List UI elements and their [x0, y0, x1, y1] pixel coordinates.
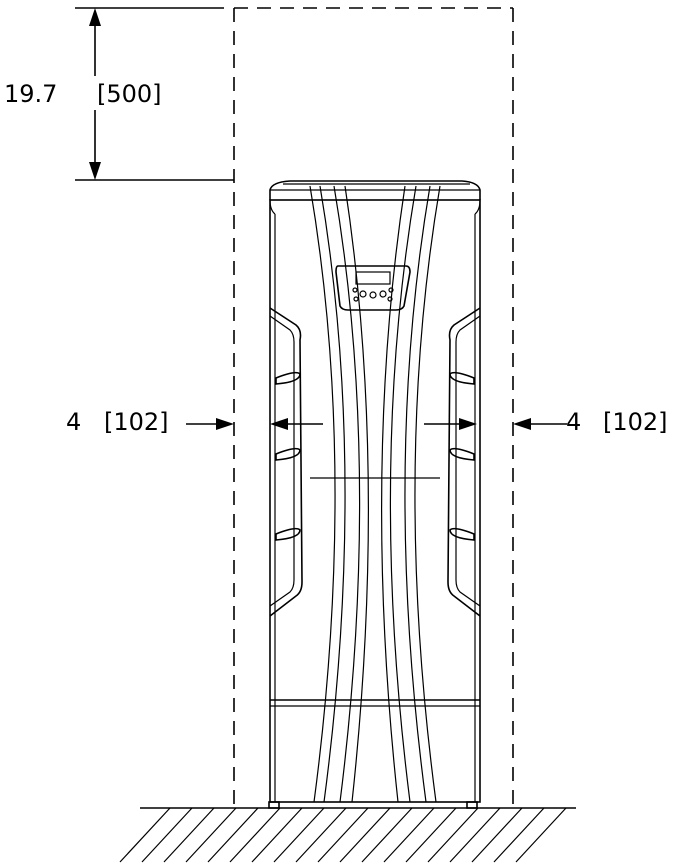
control-panel — [335, 265, 411, 311]
hatch-line — [295, 807, 347, 863]
hatch-line — [185, 807, 237, 863]
hatch-line — [471, 807, 523, 863]
hatch-line — [207, 807, 259, 863]
hatch-line — [361, 807, 413, 863]
left-clearance-mm: [102] — [104, 408, 169, 436]
top-clearance-mm: [500] — [97, 80, 162, 108]
hatch-line — [449, 807, 501, 863]
left-clearance-inches: 4 — [66, 408, 81, 436]
hatch-line — [383, 807, 435, 863]
hatch-line — [141, 807, 193, 863]
right-clearance-dimension: 4 [102] — [424, 408, 668, 436]
unit-body — [268, 180, 481, 809]
right-clearance-inches: 4 — [566, 408, 581, 436]
floor-hatching — [119, 807, 576, 863]
control-button — [359, 290, 367, 298]
control-button — [369, 291, 377, 299]
control-button — [352, 287, 358, 293]
hatch-line — [339, 807, 391, 863]
hatch-line — [317, 807, 369, 863]
control-button — [388, 287, 394, 293]
right-clearance-mm: [102] — [603, 408, 668, 436]
hatch-line — [119, 807, 171, 863]
clearance-envelope — [233, 7, 514, 808]
top-clearance-dimension: 19.7 [500] — [4, 7, 234, 181]
hatch-line — [493, 807, 545, 863]
control-button — [353, 296, 359, 302]
hatch-line — [251, 807, 303, 863]
control-button — [379, 290, 387, 298]
control-button — [387, 296, 393, 302]
hatch-line — [405, 807, 457, 863]
left-clearance-dimension: 4 [102] — [66, 408, 323, 436]
hatch-line — [163, 807, 215, 863]
hatch-line — [229, 807, 281, 863]
hatch-line — [273, 807, 325, 863]
top-clearance-inches: 19.7 — [4, 80, 57, 108]
hatch-line — [427, 807, 479, 863]
display-screen — [355, 271, 391, 285]
hatch-line — [515, 807, 567, 863]
